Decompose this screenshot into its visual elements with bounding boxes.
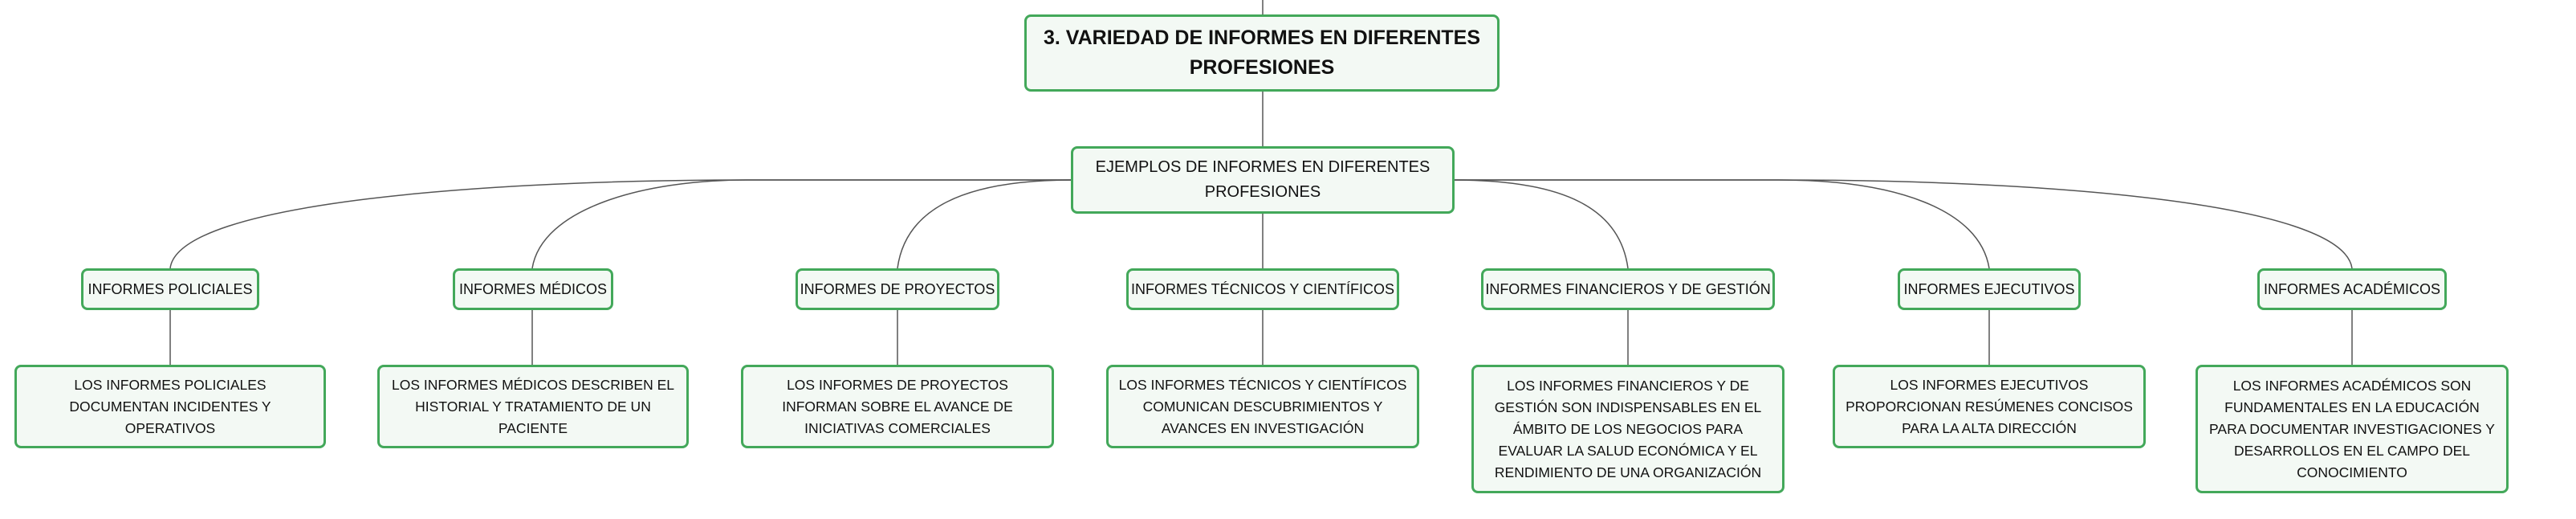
description-node-medicos[interactable]: LOS INFORMES MÉDICOS DESCRIBEN EL HISTOR… bbox=[377, 365, 689, 448]
description-text: LOS INFORMES DE PROYECTOS INFORMAN SOBRE… bbox=[782, 376, 1013, 436]
description-text: LOS INFORMES EJECUTIVOS PROPORCIONAN RES… bbox=[1846, 376, 2133, 436]
description-node-policiales[interactable]: LOS INFORMES POLICIALES DOCUMENTAN INCID… bbox=[14, 365, 326, 448]
category-label: INFORMES ACADÉMICOS bbox=[2263, 281, 2441, 297]
category-label: INFORMES DE PROYECTOS bbox=[800, 281, 995, 297]
category-label: INFORMES MÉDICOS bbox=[459, 281, 608, 297]
root-topic-node[interactable]: 3. VARIEDAD DE INFORMES EN DIFERENTES PR… bbox=[1024, 14, 1500, 92]
description-text: LOS INFORMES ACADÉMICOS SON FUNDAMENTALE… bbox=[2209, 377, 2495, 480]
category-label: INFORMES FINANCIEROS Y DE GESTIÓN bbox=[1485, 281, 1771, 297]
connector-line bbox=[1453, 179, 2353, 269]
description-node-tecnicos[interactable]: LOS INFORMES TÉCNICOS Y CIENTÍFICOS COMU… bbox=[1106, 365, 1419, 448]
description-node-proyectos[interactable]: LOS INFORMES DE PROYECTOS INFORMAN SOBRE… bbox=[741, 365, 1054, 448]
category-node-proyectos[interactable]: INFORMES DE PROYECTOS bbox=[796, 268, 999, 310]
connector-line bbox=[169, 179, 1072, 269]
examples-topic-node[interactable]: EJEMPLOS DE INFORMES EN DIFERENTES PROFE… bbox=[1071, 146, 1455, 214]
description-node-financieros[interactable]: LOS INFORMES FINANCIEROS Y DE GESTIÓN SO… bbox=[1471, 365, 1784, 493]
category-node-financieros[interactable]: INFORMES FINANCIEROS Y DE GESTIÓN bbox=[1481, 268, 1775, 310]
description-text: LOS INFORMES TÉCNICOS Y CIENTÍFICOS COMU… bbox=[1118, 376, 1407, 436]
description-node-ejecutivos[interactable]: LOS INFORMES EJECUTIVOS PROPORCIONAN RES… bbox=[1833, 365, 2146, 448]
description-text: LOS INFORMES FINANCIEROS Y DE GESTIÓN SO… bbox=[1494, 377, 1762, 480]
category-label: INFORMES POLICIALES bbox=[87, 281, 253, 297]
category-label: INFORMES TÉCNICOS Y CIENTÍFICOS bbox=[1130, 281, 1395, 297]
connector-line bbox=[1452, 179, 1629, 269]
category-node-tecnicos[interactable]: INFORMES TÉCNICOS Y CIENTÍFICOS bbox=[1126, 268, 1399, 310]
connector-line bbox=[531, 179, 1072, 269]
category-node-ejecutivos[interactable]: INFORMES EJECUTIVOS bbox=[1898, 268, 2081, 310]
category-node-academicos[interactable]: INFORMES ACADÉMICOS bbox=[2257, 268, 2447, 310]
examples-topic-label: EJEMPLOS DE INFORMES EN DIFERENTES PROFE… bbox=[1095, 158, 1430, 201]
description-text: LOS INFORMES POLICIALES DOCUMENTAN INCID… bbox=[69, 376, 271, 436]
description-text: LOS INFORMES MÉDICOS DESCRIBEN EL HISTOR… bbox=[391, 376, 674, 436]
category-node-medicos[interactable]: INFORMES MÉDICOS bbox=[453, 268, 613, 310]
category-node-policiales[interactable]: INFORMES POLICIALES bbox=[81, 268, 259, 310]
connector-line bbox=[1453, 179, 1990, 269]
description-node-academicos[interactable]: LOS INFORMES ACADÉMICOS SON FUNDAMENTALE… bbox=[2196, 365, 2509, 493]
connector-line bbox=[897, 179, 1073, 269]
category-label: INFORMES EJECUTIVOS bbox=[1903, 281, 2075, 297]
root-topic-title: 3. VARIEDAD DE INFORMES EN DIFERENTES PR… bbox=[1043, 27, 1481, 79]
